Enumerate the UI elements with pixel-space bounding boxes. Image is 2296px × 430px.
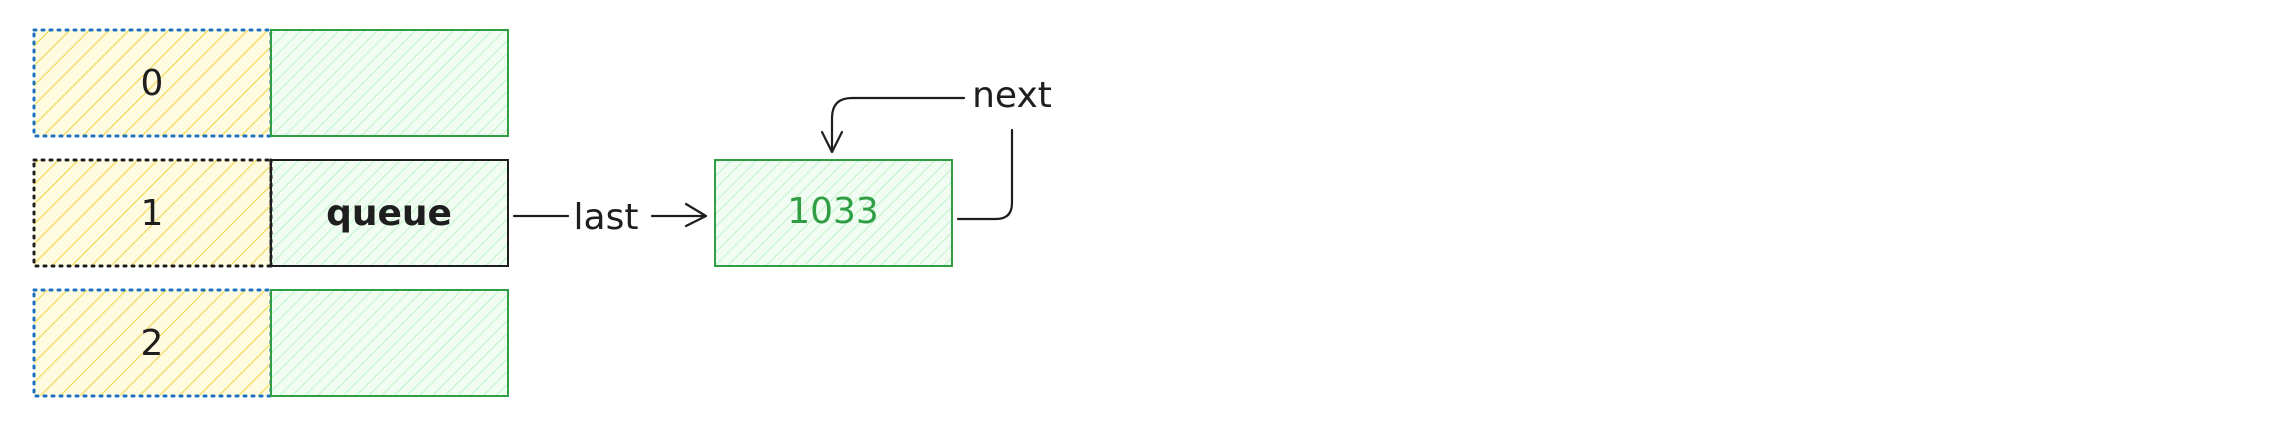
next-arrow-head-icon [820, 130, 844, 154]
value-cell-1 [270, 159, 509, 267]
index-cell-0 [32, 28, 273, 138]
node-box [714, 159, 953, 267]
next-arrow-path-top [830, 96, 966, 152]
node-value: 1033 [787, 191, 879, 232]
last-arrow: last [512, 197, 708, 238]
array-row-2: 2 [32, 288, 509, 398]
next-arrow: next [820, 75, 1052, 221]
last-arrow-label: last [574, 197, 639, 238]
last-arrow-head-icon [684, 202, 708, 228]
list-node: 1033 [714, 159, 953, 267]
index-label-1: 1 [141, 193, 164, 234]
array-row-1: 1 queue [32, 158, 509, 268]
next-arrow-path-right [956, 128, 1014, 221]
index-label-0: 0 [141, 63, 164, 104]
value-label-1: queue [326, 193, 452, 234]
next-arrow-label: next [972, 75, 1052, 116]
value-cell-0 [270, 29, 509, 137]
value-cell-2 [270, 289, 509, 397]
index-label-2: 2 [141, 323, 164, 364]
array-row-0: 0 [32, 28, 509, 138]
index-cell-1 [32, 158, 273, 268]
